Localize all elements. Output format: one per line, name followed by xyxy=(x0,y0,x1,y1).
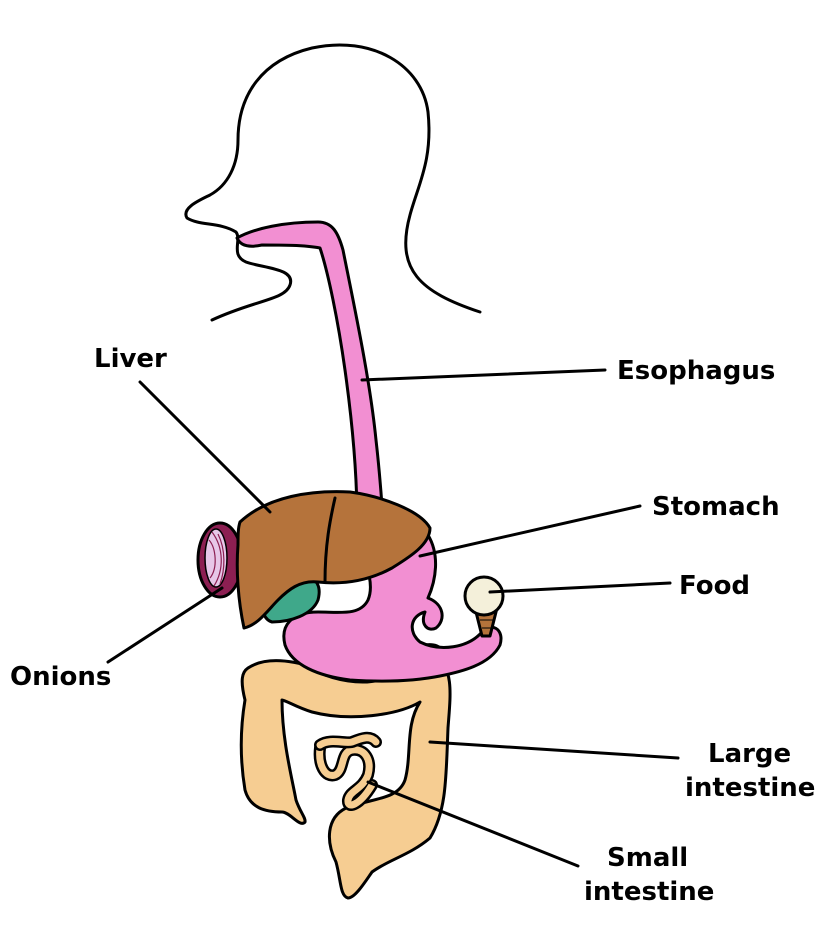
small-intestine-fill xyxy=(316,744,376,809)
label-large-intestine-line2: intestine xyxy=(685,773,815,803)
label-esophagus: Esophagus xyxy=(617,356,775,386)
label-liver: Liver xyxy=(94,344,167,374)
label-large-intestine-line1: Large xyxy=(708,739,791,769)
label-food: Food xyxy=(679,571,750,601)
liver-lobe-line xyxy=(323,496,337,584)
label-onions: Onions xyxy=(10,662,111,692)
label-small-intestine-line1: Small xyxy=(607,843,688,873)
onion-rings xyxy=(208,531,225,587)
ice-cream-scoop xyxy=(463,575,505,617)
leader-onions xyxy=(106,586,224,664)
leader-food xyxy=(488,581,672,594)
small-intestine-top-fill xyxy=(316,734,380,749)
leader-large-intestine xyxy=(428,740,680,760)
leader-esophagus xyxy=(360,368,607,382)
stomach xyxy=(282,509,503,683)
large-intestine xyxy=(239,658,452,900)
leader-liver xyxy=(138,380,272,514)
head-outline xyxy=(184,43,482,322)
label-stomach: Stomach xyxy=(652,492,780,522)
label-small-intestine-line2: intestine xyxy=(584,877,714,907)
leader-small-intestine xyxy=(366,780,580,868)
leader-stomach xyxy=(418,504,642,558)
liver xyxy=(235,490,432,630)
